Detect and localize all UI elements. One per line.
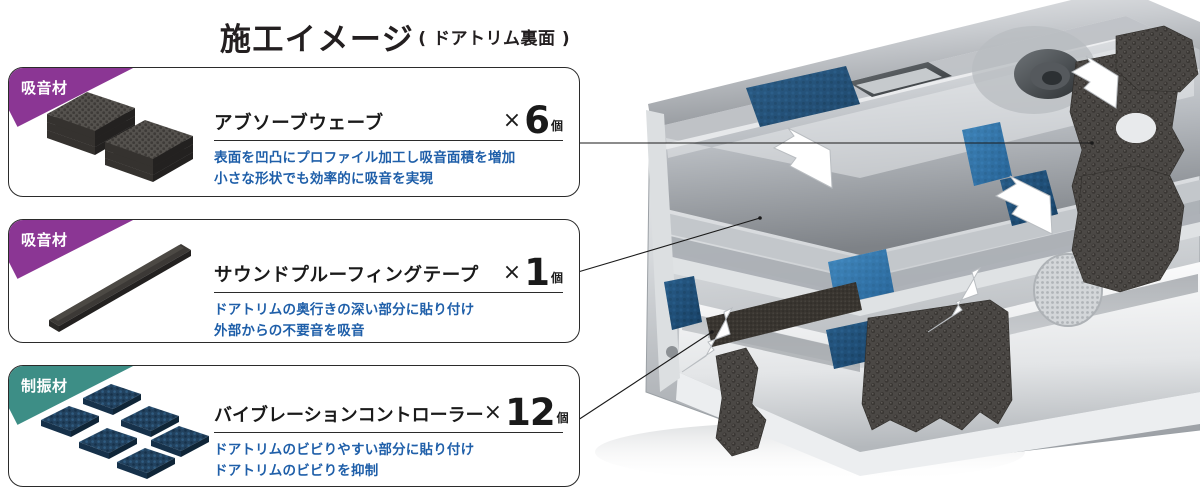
quantity: × 1 個 [502,250,563,294]
absorb-wave-foam-on-trim [715,347,767,457]
foam-block-stacks-icon [47,92,193,182]
product-description: 表面を凹凸にプロファイル加工し吸音面積を増加 小さな形状でも効率的に吸音を実現 [214,148,563,190]
page-title: 施工イメージ( ドアトリム裏面 ) [0,14,790,59]
description-line: 小さな形状でも効率的に吸音を実現 [214,170,434,187]
bottom-lip [676,372,1200,476]
card-divider [214,432,563,434]
description-line: ドアトリムのビビりやすい部分に貼り付け [214,442,475,458]
vibration-pad-set [41,384,209,479]
card-divider [214,292,563,294]
absorb-wave-foam-on-trim [861,299,1013,433]
quantity-unit: 個 [550,119,563,133]
absorb-wave-foam-on-trim [1115,25,1199,93]
card-body: アブソーブウェーブ × 6 個 表面を凹凸にプロファイル加工し吸音面積を増加 小… [214,68,563,196]
quantity-number: 1 [524,250,550,294]
foam-stack-front [105,120,193,182]
quantity: × 12 個 [483,390,569,434]
product-card-absorb-wave[interactable]: 吸音材 [8,67,580,197]
door-trim-illustration [595,0,1200,482]
product-name: サウンドプルーフィングテープ [214,264,479,286]
quantity-symbol: × [483,400,503,425]
page-title-sub: ( ドアトリム裏面 ) [418,29,571,49]
description-line: ドアトリムの奥行きの深い部分に貼り付け [214,302,475,318]
card-body: サウンドプルーフィングテープ × 1 個 ドアトリムの奥行きの深い部分に貼り付け… [214,220,563,342]
product-name: アブソーブウェーブ [214,112,384,134]
card-body: バイブレーションコントローラー × 12 個 ドアトリムのビビりやすい部分に貼り… [214,366,569,486]
foam-stack-back [47,92,135,155]
quantity: × 6 個 [502,98,563,142]
sound-proofing-tape-on-trim [706,282,862,347]
description-line: 表面を凹凸にプロファイル加工し吸音面積を増加 [214,150,516,166]
product-card-vibration-controller[interactable]: 制振材 [8,365,580,487]
card-name-row: バイブレーションコントローラー × 12 個 [214,386,569,430]
card-name-row: アブソーブウェーブ × 6 個 [214,94,563,142]
quantity-symbol: × [502,260,522,285]
card-name-row: サウンドプルーフィングテープ × 1 個 [214,246,563,294]
vibration-pad-on-trim [664,276,702,330]
quantity-unit: 個 [550,271,563,285]
page-title-main: 施工イメージ [219,22,415,58]
vibration-pad-on-trim [962,122,1012,186]
fastener-hole [666,346,678,358]
description-line: 外部からの不要音を吸音 [214,322,365,339]
vibration-pad-on-trim [746,66,860,127]
product-name: バイブレーションコントローラー [214,405,484,426]
vibration-pad-grid-icon [41,384,209,479]
divider-rib-1 [660,180,1200,278]
description-line: ドアトリムのビビりを抑制 [214,462,379,479]
tape-strip-icon [49,244,191,332]
tape-strip-shape [49,244,191,332]
installation-arrow [681,55,1119,373]
card-divider [214,140,563,142]
divider-rib-2 [666,214,1200,316]
quantity-number: 6 [524,98,550,142]
product-description: ドアトリムのビビりやすい部分に貼り付け ドアトリムのビビりを抑制 [214,440,563,482]
quantity-number: 12 [505,390,555,434]
quantity-symbol: × [502,108,522,133]
absorb-wave-foam-on-trim [1071,165,1185,293]
product-card-sound-proofing-tape[interactable]: 吸音材 サウンドプルーフィングテープ × 1 個 ドアトリムの奥行きの深 [8,219,580,343]
product-description: ドアトリムの奥行きの深い部分に貼り付け 外部からの不要音を吸音 [214,300,563,342]
quantity-unit: 個 [556,411,569,425]
